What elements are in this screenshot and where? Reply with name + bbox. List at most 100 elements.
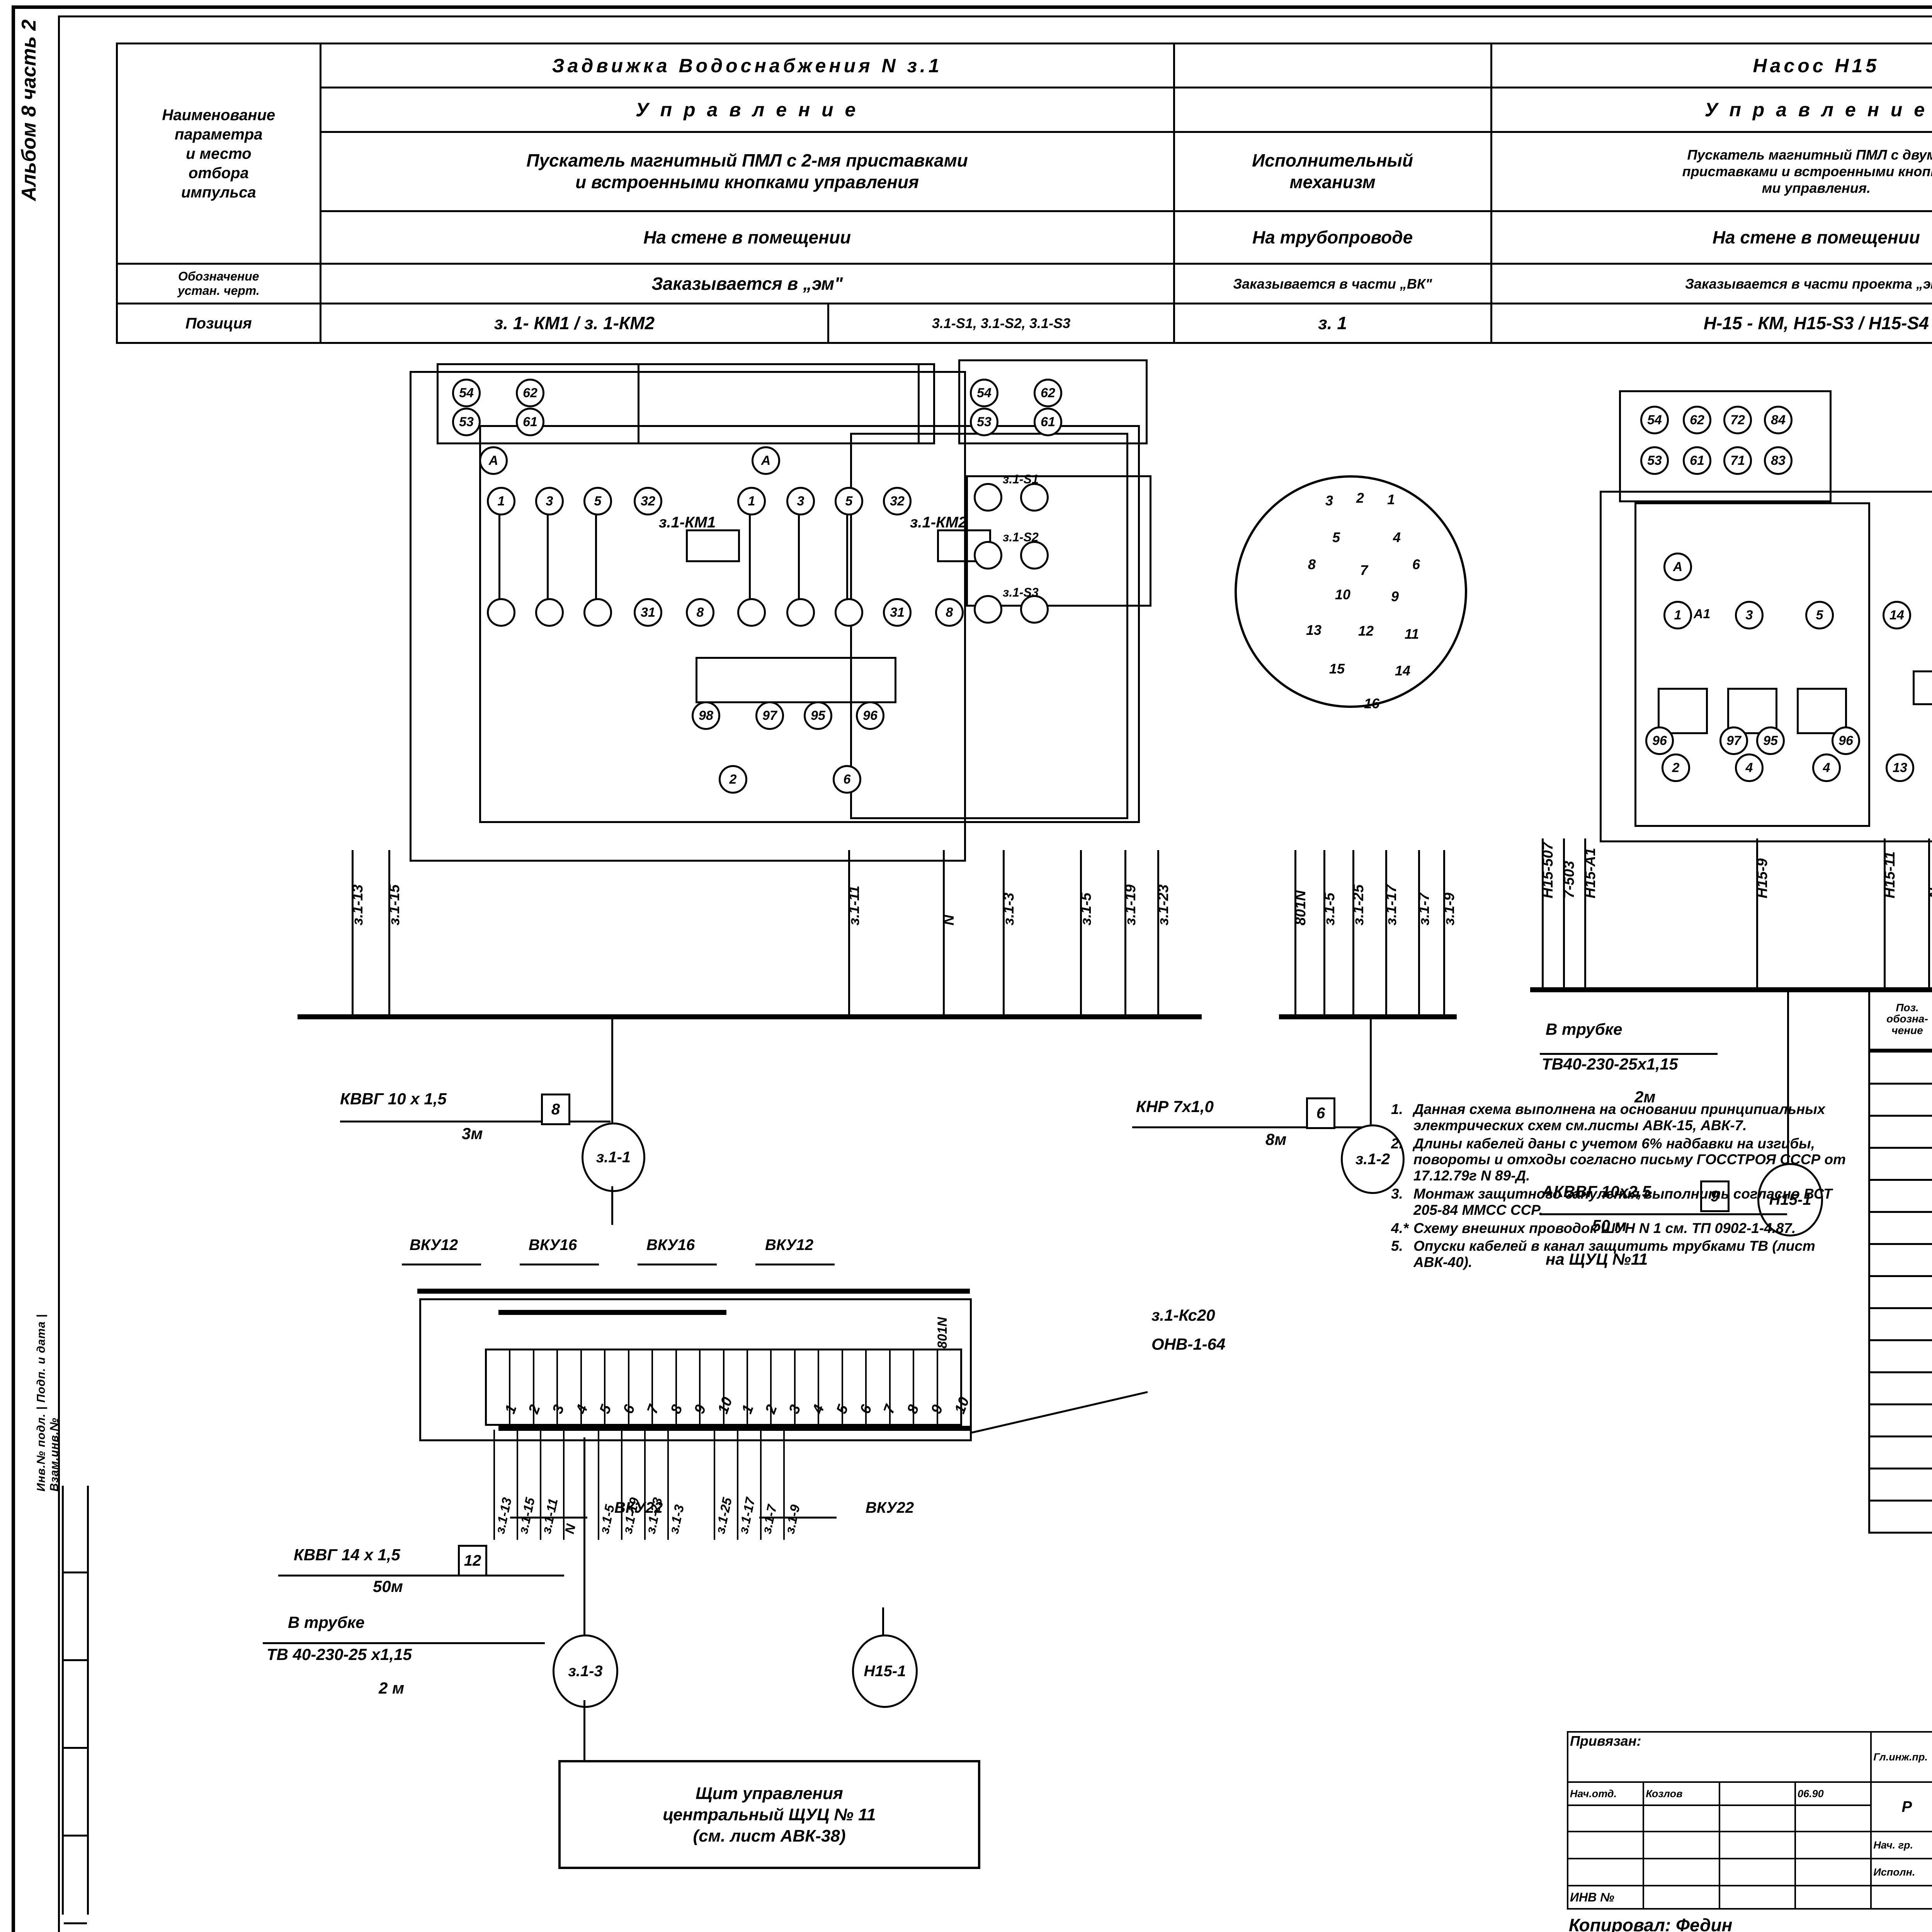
note-item: 1.Данная схема выполнена на основании пр… <box>1391 1101 1847 1134</box>
bom-cell-pos <box>1868 1307 1932 1341</box>
cable-label-kvvg14: КВВГ 14 x 1,5 <box>294 1546 400 1564</box>
node-z1-2: з.1-2 <box>1341 1124 1405 1194</box>
bill-of-materials: Поз. обозна- чение Наименование Кол. При… <box>1868 987 1932 1534</box>
header-row-label-position: Позиция <box>116 303 321 344</box>
jb-entry-bottom-1: ВКУ22 <box>614 1499 663 1516</box>
junction-wire-line <box>783 1430 785 1540</box>
jb-label-onv: ОНВ-1-64 <box>1151 1335 1226 1353</box>
note-text: Схему внешних проводок ШУН N 1 см. ТП 09… <box>1413 1220 1796 1236</box>
terminal-number: 9 <box>691 1403 709 1416</box>
terminal-out-5a <box>583 598 612 627</box>
bom-header-pos: Поз. обозна- чение <box>1868 987 1932 1051</box>
node-h15-1-top: Н15-1 <box>1757 1163 1823 1236</box>
h15-terminal-4: 4 <box>1735 753 1764 782</box>
h15-contactor-outer <box>1600 491 1932 842</box>
terminal-number: 7 <box>644 1403 662 1416</box>
cable-label-kvvg10: КВВГ 10 x 1,5 <box>340 1090 447 1108</box>
panel-shuc11: Щит управления центральный ЩУЦ № 11 (см.… <box>558 1760 980 1869</box>
contactor-panel-outer-left <box>410 371 966 862</box>
junction-wire-label: з.1-17 <box>736 1496 758 1535</box>
jb-entry-3: ВКУ16 <box>646 1236 695 1253</box>
cable-count-knr7: 6 <box>1306 1097 1335 1129</box>
tb-inv: ИНВ № <box>1566 1885 1645 1910</box>
detail-num-11: 11 <box>1405 626 1419 642</box>
detail-circle <box>1235 475 1467 708</box>
h15-label-a1: A1 <box>1694 607 1711 621</box>
tube-label-2-line2: ТВ 40-230-25 х1,15 <box>267 1645 412 1663</box>
header-col3-design: Заказывается в части проекта „эм" <box>1490 263 1932 305</box>
terminal-number: 5 <box>833 1403 852 1416</box>
tb-role-0: Гл.инж.пр. <box>1870 1731 1932 1783</box>
tb-role-1: Нач.отд. <box>1566 1781 1645 1806</box>
bom-cell-pos <box>1868 1211 1932 1245</box>
panel-shuc11-line3: (см. лист АВК-38) <box>693 1826 846 1845</box>
h15-terminal-13b: 13 <box>1886 753 1914 782</box>
terminal-number: 8 <box>904 1403 923 1416</box>
detail-num-15: 15 <box>1329 661 1345 677</box>
bom-row: пластиката ГОСТ19034-82 <box>1868 1468 1932 1502</box>
terminal-s-13a <box>974 483 1002 512</box>
note-number: 2. <box>1391 1135 1403 1151</box>
note-text: Опуски кабелей в канал защитить трубками… <box>1413 1238 1815 1270</box>
bom-cell-pos <box>1868 1179 1932 1213</box>
h15-terminal-72: 72 <box>1723 406 1752 434</box>
tb-role-4: Исполн. <box>1870 1858 1932 1886</box>
header-col2-place: На трубопроводе <box>1173 210 1492 265</box>
h15-coil <box>1913 670 1932 705</box>
aux-contact-box-left3 <box>958 359 1148 444</box>
terminal-s-12 <box>1020 595 1049 624</box>
cable-length-kvvg14: 50м <box>373 1577 403 1595</box>
header-col2-position: з. 1 <box>1173 303 1492 344</box>
note-item: 4.*Схему внешних проводок ШУН N 1 см. ТП… <box>1391 1220 1847 1236</box>
bom-row: АКВВГ 4х2,555м <box>1868 1179 1932 1213</box>
junction-wire-line <box>563 1430 565 1540</box>
panel-shuc11-line1: Щит управления <box>696 1784 843 1803</box>
terminal-s-14b <box>1020 541 1049 570</box>
h15-terminal-84: 84 <box>1764 406 1793 434</box>
h15-terminal-14: 14 <box>1883 601 1911 629</box>
terminal-32-a: 32 <box>634 487 662 515</box>
bom-row: АКВВГ 10х2,550м <box>1868 1211 1932 1245</box>
terminal-A-left2: A <box>752 446 780 475</box>
detail-num-10: 10 <box>1335 587 1351 602</box>
bom-row: Трубка из поливинилхлоридного <box>1868 1435 1932 1469</box>
header-col3-device: Пускатель магнитный ПМЛ с двумя приставк… <box>1490 131 1932 212</box>
terminal-1-b: 1 <box>737 487 766 515</box>
junction-wire-label: з.1-15 <box>516 1496 538 1535</box>
junction-wire-line <box>737 1430 738 1540</box>
terminal-3-b: 3 <box>786 487 815 515</box>
bom-row: Коробка соединительная <box>1868 1051 1932 1085</box>
header-col2-design: Заказывается в части „ВК" <box>1173 263 1492 305</box>
junction-wire-line <box>517 1430 518 1540</box>
notes-list: 1.Данная схема выполнена на основании пр… <box>1391 1101 1847 1272</box>
terminal-54-a: 54 <box>452 379 481 407</box>
bom-cell-pos <box>1868 1083 1932 1117</box>
detail-num-12: 12 <box>1358 623 1374 639</box>
detail-num-3: 3 <box>1325 493 1333 509</box>
jb-label-kc20: з.1-Кс20 <box>1151 1306 1215 1324</box>
terminal-62-a: 62 <box>516 379 544 407</box>
bom-cell-pos <box>1868 1403 1932 1437</box>
inventory-stub-column <box>62 1486 89 1924</box>
junction-wire-line <box>540 1430 541 1540</box>
tb-stage: Р <box>1870 1781 1932 1832</box>
terminal-number: 1 <box>502 1403 520 1416</box>
detail-num-6: 6 <box>1412 556 1420 572</box>
header-col0-title: Задвижка Водоснабжения N з.1 <box>319 42 1175 89</box>
header-col0-design: Заказывается в „эм" <box>319 263 1175 305</box>
terminal-out-3b <box>786 598 815 627</box>
h15-terminal-62: 62 <box>1683 406 1711 434</box>
junction-wire-label: з.1-3 <box>667 1503 687 1535</box>
bom-cell-pos <box>1868 1468 1932 1502</box>
detail-num-4: 4 <box>1393 529 1401 545</box>
bom-cell-pos <box>1868 1500 1932 1534</box>
cable-label-akvvg10: АКВВГ 10х2,5 <box>1542 1182 1651 1201</box>
tb-sign-1 <box>1718 1781 1796 1806</box>
terminal-61-a: 61 <box>516 408 544 436</box>
tube-label-1-line1: В трубке <box>1546 1020 1622 1038</box>
terminal-out-5b <box>835 598 863 627</box>
cable-length-knr7: 8м <box>1265 1130 1287 1148</box>
jb-entry-2: ВКУ16 <box>529 1236 577 1253</box>
terminal-out-3a <box>535 598 564 627</box>
